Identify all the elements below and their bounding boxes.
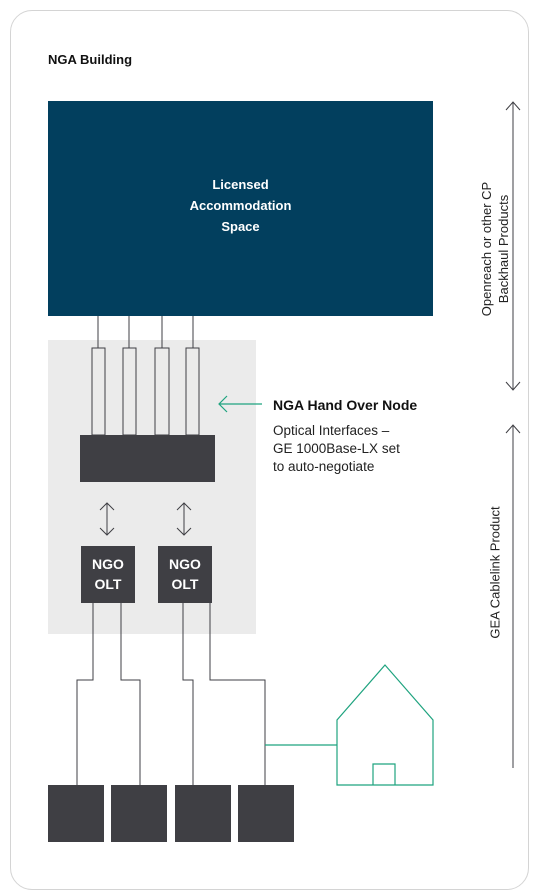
olt-node-2: NGO OLT	[158, 546, 212, 603]
hand-over-node-title: NGA Hand Over Node	[273, 397, 418, 413]
backhaul-link-2	[122, 347, 137, 436]
olt2-fibre-right	[209, 603, 266, 785]
licensed-accommodation-space	[48, 101, 433, 316]
double-arrow-icon	[176, 502, 192, 536]
end-unit-4	[238, 785, 294, 842]
backhaul-link-1	[91, 347, 106, 436]
cablelink-range-arrow	[505, 424, 521, 768]
house-icon	[265, 664, 434, 786]
backhaul-products-label: Openreach or other CP Backhaul Products	[479, 181, 511, 317]
licensed-space-label: Licensed Accommodation Space	[189, 177, 292, 234]
olt1-fibre-right	[120, 603, 141, 785]
hand-over-node-description: Optical Interfaces – GE 1000Base-LX set …	[273, 423, 400, 474]
olt-node-1: NGO OLT	[81, 546, 135, 603]
arrow-left-icon	[218, 395, 262, 413]
end-unit-2	[111, 785, 167, 842]
end-unit-3	[175, 785, 231, 842]
olt1-fibre-left	[76, 603, 94, 785]
backhaul-link-3	[154, 347, 170, 436]
double-arrow-icon	[99, 502, 115, 536]
backhaul-link-4	[185, 347, 200, 436]
cablelink-product-label: GEA Cablelink Product	[487, 506, 503, 639]
olt2-fibre-left	[182, 603, 194, 785]
hand-over-node-switch	[80, 435, 215, 482]
building-title: NGA Building	[48, 52, 133, 67]
end-unit-1	[48, 785, 104, 842]
backhaul-range-arrow	[505, 101, 521, 391]
